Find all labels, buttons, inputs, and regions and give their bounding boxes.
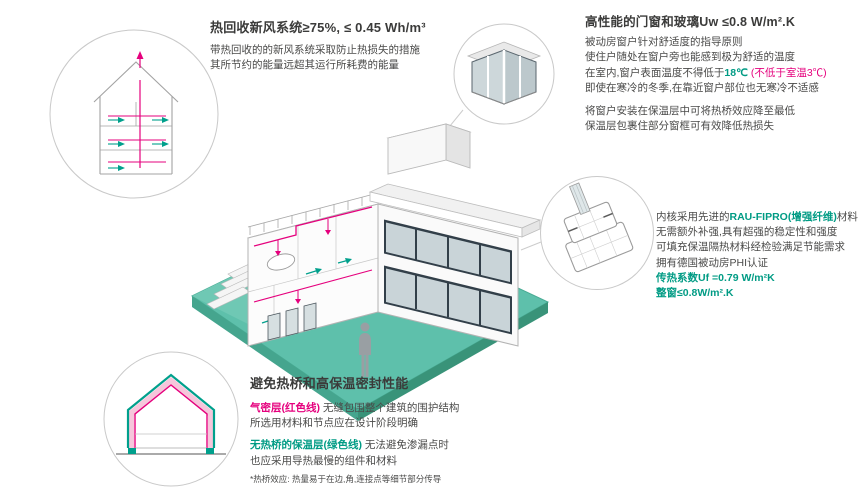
duct-lines xyxy=(108,56,166,168)
bathtub xyxy=(266,253,296,271)
profile-line1-material: RAU-FIPRO(增强纤维) xyxy=(729,211,837,223)
hrv-body-line2: 其所节约的能量远超其运行所耗费的能量 xyxy=(210,59,399,72)
glazing-line3: 在室内,窗户表面温度不得低于18℃ (不低于室温3℃) xyxy=(585,66,860,81)
glazing-text-block: 高性能的门窗和玻璃Uw ≤0.8 W/m².K 被动房窗户针对舒适度的指导原则 … xyxy=(585,14,860,135)
hrv-title: 热回收新风系统≥75%, ≤ 0.45 Wh/m³ xyxy=(210,20,426,35)
person-figure xyxy=(359,322,371,377)
profile-u-value: 传热系数Uf =0.79 W/m²K xyxy=(656,271,775,284)
glazing-line1: 被动房窗户针对舒适度的指导原则 xyxy=(585,36,743,49)
profile-line4: 拥有德国被动房PHI认证 xyxy=(656,256,769,269)
airtight-layer-label: 气密层(红色线) xyxy=(250,401,320,414)
passive-house-3d-illustration-icon xyxy=(191,123,550,421)
thermal-envelope-illustration-icon xyxy=(103,351,239,487)
thermal-line4: 也应采用导热最慢的组件和材料 xyxy=(250,454,397,467)
hrv-text-block: 热回收新风系统≥75%, ≤ 0.45 Wh/m³ 带热回收的的新风系统采取防止… xyxy=(210,20,472,73)
thermal-line1-text: 无缝包围整个建筑的围护结构 xyxy=(320,401,460,414)
profile-line1: 内核采用先进的RAU-FIPRO(增强纤维)材料 xyxy=(656,210,862,225)
hrv-body-line1: 带热回收的的新风系统采取防止热损失的措施 xyxy=(210,43,420,56)
roof-railing xyxy=(247,192,379,235)
thermal-line3: 无热桥的保温层(绿色线) 无法避免渗漏点时 xyxy=(250,438,590,453)
window-profile-illustration-icon xyxy=(540,176,654,290)
thermal-line3-text: 无法避免渗漏点时 xyxy=(362,439,449,452)
thermal-line1: 气密层(红色线) 无缝包围整个建筑的围护结构 xyxy=(250,401,590,416)
profile-line2: 无需额外补强,具有超强的稳定性和强度 xyxy=(656,226,838,239)
profile-text-block: 内核采用先进的RAU-FIPRO(增强纤维)材料 无需额外补强,具有超强的稳定性… xyxy=(656,210,862,301)
corner-window-illustration-icon xyxy=(453,23,555,125)
profile-line1-post: 材料 xyxy=(836,211,858,223)
hrv-section-illustration-icon xyxy=(49,29,219,199)
roof-box xyxy=(386,123,472,175)
glazing-line5: 将窗户安装在保温层中可将热桥效应降至最低 xyxy=(585,105,795,118)
glazing-title: 高性能的门窗和玻璃Uw ≤0.8 W/m².K xyxy=(585,15,796,29)
profile-line1-pre: 内核采用先进的 xyxy=(656,211,730,223)
glazing-line4: 即使在寒冷的冬季,在靠近窗户部位也无寒冷不适感 xyxy=(585,81,819,94)
glazing-line3-note: (不低于室温3℃) xyxy=(747,66,827,79)
thermal-title: 避免热桥和高保温密封性能 xyxy=(250,376,409,391)
insulation-layer-line xyxy=(126,373,216,448)
thermal-text-block: 避免热桥和高保温密封性能 气密层(红色线) 无缝包围整个建筑的围护结构 所选用材… xyxy=(250,376,590,485)
airtight-layer-line xyxy=(134,384,208,448)
glazing-line6: 保温层包裹住部分窗框可有效降低热损失 xyxy=(585,120,774,133)
glazing-line2: 使住户随处在窗户旁也能感到极为舒适的温度 xyxy=(585,51,795,64)
glazed-wing xyxy=(368,183,542,347)
thermal-line2: 所选用材料和节点应在设计阶段明确 xyxy=(250,417,418,430)
profile-window-u-value: 整窗≤0.8W/m².K xyxy=(656,287,734,300)
profile-line3: 可填充保温隔热材料经检验满足节能需求 xyxy=(656,241,845,254)
glazing-line3-temp: 18℃ xyxy=(724,66,748,79)
insulation-layer-label: 无热桥的保温层(绿色线) xyxy=(250,439,362,452)
glazing-line3-text: 在室内,窗户表面温度不得低于 xyxy=(585,66,725,79)
ventilation-ducts xyxy=(253,206,373,303)
glass-doors xyxy=(267,302,317,341)
thermal-footnote: *热桥效应: 热量易于在边,角,连接点等细节部分传导 xyxy=(250,473,442,484)
